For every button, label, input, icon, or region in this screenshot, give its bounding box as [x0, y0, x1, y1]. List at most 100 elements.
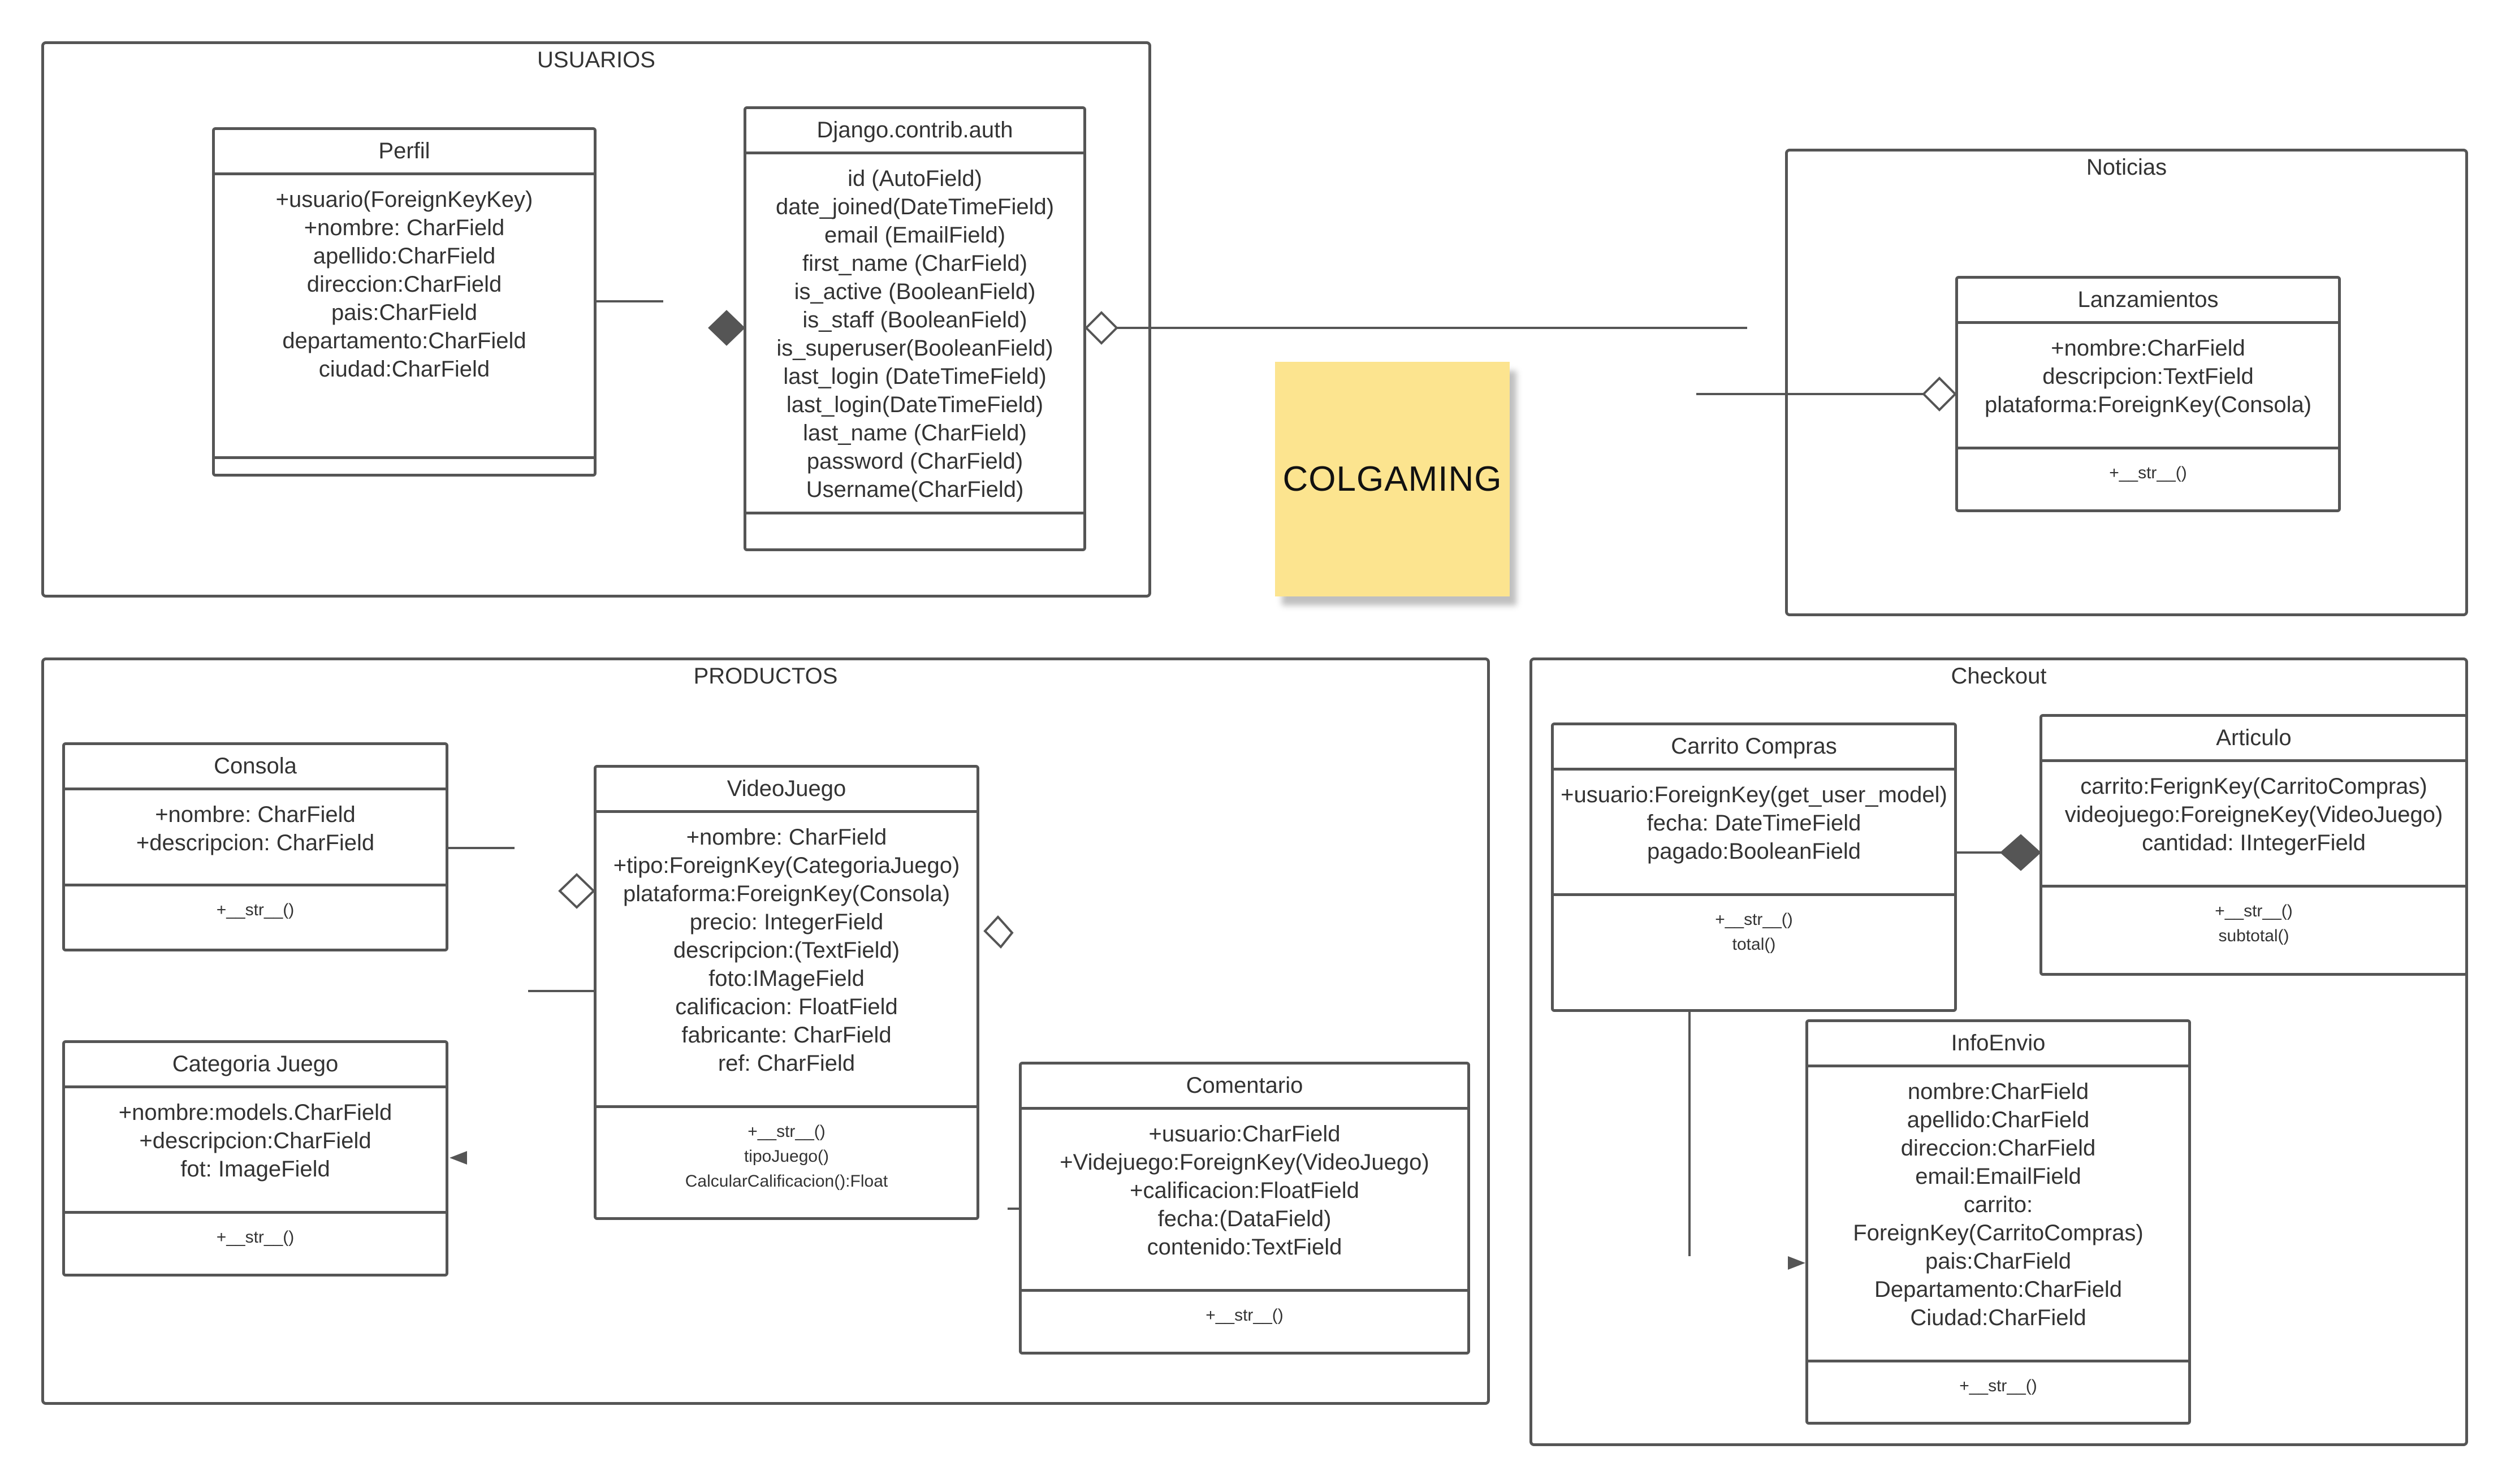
class-attribute: plataforma:ForeignKey(Consola)	[623, 881, 950, 906]
class-name: InfoEnvio	[1808, 1022, 2188, 1067]
note-text: COLGAMING	[1282, 460, 1502, 499]
class-articulo: Articulo carrito:FerignKey(CarritoCompra…	[2039, 714, 2468, 976]
package-title: PRODUCTOS	[693, 664, 838, 689]
class-perfil: Perfil +usuario(ForeignKeyKey)+nombre: C…	[212, 127, 597, 477]
class-attribute: fabricante: CharField	[681, 1023, 892, 1048]
class-attribute: password (CharField)	[806, 449, 1023, 474]
class-consola: Consola +nombre: CharField+descripcion: …	[62, 742, 448, 951]
class-attribute: fecha:(DataField)	[1157, 1206, 1332, 1231]
class-attributes: +nombre:models.CharField +descripcion:Cha…	[65, 1088, 446, 1214]
class-method: +__str__()	[747, 1122, 826, 1141]
class-attribute: plataforma:ForeignKey(Consola)	[1984, 392, 2312, 417]
class-attribute: contenido:TextField	[1147, 1235, 1342, 1260]
class-attribute: calificacion: FloatField	[675, 994, 898, 1019]
class-method: tipoJuego()	[744, 1147, 829, 1166]
class-method: +__str__()	[1959, 1377, 2037, 1395]
class-attributes: +nombre: CharField+descripcion: CharFiel…	[65, 790, 446, 886]
class-name: VideoJuego	[597, 768, 976, 813]
class-categoria-juego: Categoria Juego +nombre:models.CharField…	[62, 1040, 448, 1277]
class-methods: +__str__()	[1022, 1292, 1467, 1352]
package-checkout: Checkout	[1529, 657, 2468, 1446]
class-attribute: +Videjuego:ForeignKey(VideoJuego)	[1060, 1150, 1429, 1175]
class-attribute: is_staff (BooleanField)	[802, 308, 1027, 332]
class-django-auth: Django.contrib.auth id (AutoField) date_j…	[744, 106, 1086, 551]
class-carrito-compras: Carrito Compras +usuario:ForeignKey(get_…	[1551, 722, 1957, 1012]
class-methods: +__str__()	[1958, 449, 2338, 509]
package-title: Checkout	[1951, 664, 2047, 689]
class-attribute: direccion:CharField	[306, 272, 502, 297]
class-methods: +__str__()total()	[1554, 896, 1954, 1009]
class-attributes: id (AutoField) date_joined(DateTimeField)…	[746, 154, 1083, 514]
class-methods: +__str__()	[65, 886, 446, 949]
package-title: Noticias	[2086, 155, 2167, 180]
class-name: Perfil	[215, 130, 594, 175]
class-attribute: +usuario:CharField	[1148, 1122, 1341, 1146]
class-attribute: Username(CharField)	[806, 477, 1024, 502]
class-attribute: pais:CharField	[1925, 1249, 2071, 1274]
sticky-note: COLGAMING	[1275, 362, 1510, 596]
package-productos: PRODUCTOS	[41, 657, 1490, 1405]
class-attribute: date_joined(DateTimeField)	[775, 194, 1055, 219]
class-method: +__str__()	[1205, 1306, 1284, 1325]
class-attribute: +nombre: CharField	[155, 802, 356, 827]
class-attributes: +usuario(ForeignKeyKey)+nombre: CharFiel…	[215, 175, 594, 459]
class-infoenvio: InfoEnvio nombre:CharField apellido:CharF…	[1805, 1019, 2191, 1425]
class-attribute: descripcion:TextField	[2042, 364, 2254, 389]
class-attribute: +usuario(ForeignKeyKey)	[275, 187, 533, 212]
class-attribute: +usuario:ForeignKey(get_user_model)	[1561, 782, 1947, 807]
class-attribute: nombre:CharField	[1907, 1079, 2089, 1104]
class-attribute: id (AutoField)	[848, 166, 982, 191]
class-method: +__str__()	[2109, 464, 2187, 482]
class-attributes: nombre:CharField apellido:CharField direcc…	[1808, 1067, 2188, 1362]
class-attribute: +nombre:CharField	[2051, 336, 2245, 361]
class-method: +__str__()	[2215, 902, 2293, 920]
class-attribute: ref: CharField	[718, 1051, 855, 1076]
class-name: Carrito Compras	[1554, 725, 1954, 771]
class-attribute: ForeignKey(CarritoCompras)	[1853, 1221, 2144, 1245]
class-comentario: Comentario +usuario:CharField+Videjuego:…	[1019, 1062, 1470, 1355]
class-method: subtotal()	[2218, 927, 2289, 945]
class-name: Consola	[65, 745, 446, 790]
class-attribute: precio: IntegerField	[689, 910, 884, 934]
class-attribute: ciudad:CharField	[318, 357, 490, 382]
class-name: Categoria Juego	[65, 1043, 446, 1088]
package-usuarios: USUARIOS	[41, 41, 1151, 598]
class-attributes: +usuario:ForeignKey(get_user_model)fecha…	[1554, 771, 1954, 896]
class-attribute: is_superuser(BooleanField)	[776, 336, 1053, 361]
class-attribute: +tipo:ForeignKey(CategoriaJuego)	[613, 853, 960, 878]
class-methods	[746, 514, 1083, 548]
class-attribute: Ciudad:CharField	[1910, 1305, 2086, 1330]
class-attribute: is_active (BooleanField)	[794, 279, 1036, 304]
class-attribute: last_login (DateTimeField)	[783, 364, 1047, 389]
class-method: +__str__()	[216, 901, 295, 919]
class-attribute: carrito:FerignKey(CarritoCompras)	[2080, 774, 2427, 799]
class-name: Django.contrib.auth	[746, 109, 1083, 154]
class-attribute: videojuego:ForeigneKey(VideoJuego)	[2064, 802, 2443, 827]
class-attribute: fecha: DateTimeField	[1647, 811, 1861, 836]
class-methods: +__str__()	[215, 459, 594, 474]
class-attribute: departamento:CharField	[282, 328, 526, 353]
class-attribute: last_login(DateTimeField)	[786, 392, 1044, 417]
class-attribute: +nombre: CharField	[686, 825, 887, 850]
class-attribute: apellido:CharField	[1907, 1107, 2090, 1132]
class-attribute: pagado:BooleanField	[1647, 839, 1861, 864]
class-attribute: carrito:	[1963, 1192, 2033, 1217]
class-attribute: descripcion:(TextField)	[673, 938, 900, 963]
class-videojuego: VideoJuego +nombre: CharField +tipo:Forei…	[594, 765, 979, 1220]
class-methods: +__str__()	[1808, 1362, 2188, 1422]
class-name: Articulo	[2042, 717, 2465, 762]
class-attribute: last_name (CharField)	[803, 421, 1027, 445]
class-attribute: email (EmailField)	[824, 223, 1006, 248]
class-attribute: direccion:CharField	[1900, 1136, 2096, 1161]
class-attribute: foto:IMageField	[708, 966, 865, 991]
class-attributes: +nombre: CharField +tipo:ForeignKey(Categ…	[597, 813, 976, 1108]
class-method: total()	[1732, 935, 1776, 954]
class-methods: +__str__() tipoJuego() CalcularCalificacio…	[597, 1108, 976, 1217]
class-method: CalcularCalificacion():Float	[685, 1172, 888, 1191]
class-attribute: +descripcion:CharField	[139, 1128, 371, 1153]
class-method: +__str__()	[216, 1228, 295, 1247]
class-attribute: fot: ImageField	[180, 1157, 330, 1182]
class-attribute: +nombre:models.CharField	[118, 1100, 392, 1125]
